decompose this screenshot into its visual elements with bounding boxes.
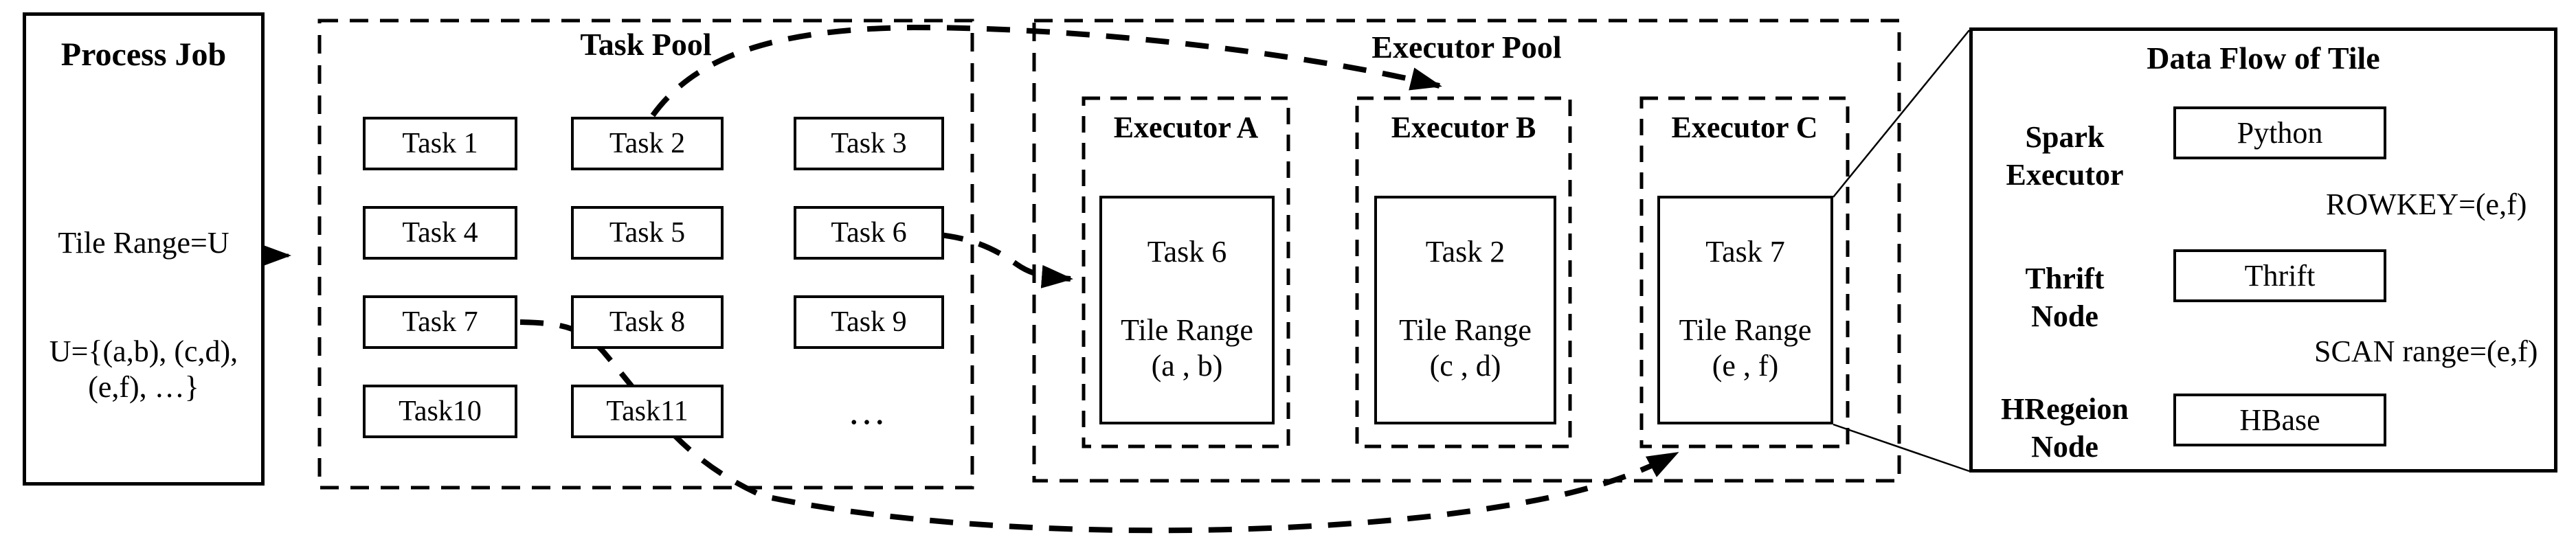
executor-a-title: Executor A	[1113, 111, 1259, 144]
data-flow-row-label-spark-executor: Spark Executor	[2006, 120, 2124, 192]
executor-c-border	[1639, 96, 1850, 448]
task-box-2: Task 2	[571, 117, 724, 170]
callout-line-bottom	[1833, 423, 1970, 473]
task-box-10: Task10	[363, 385, 517, 438]
data-flow-title: Data Flow of Tile	[2147, 41, 2380, 76]
task-box-9: Task 9	[794, 295, 944, 349]
data-flow-row-label-thrift-node: Thrift Node	[2025, 262, 2105, 333]
thrift-node-box: Thrift	[2173, 249, 2386, 302]
executor-a-range-value: (a , b)	[1151, 349, 1223, 383]
executor-b-range-label: Tile Range	[1399, 313, 1532, 347]
executor-c-title: Executor C	[1671, 111, 1818, 144]
executor-a-task-label: Task 6	[1147, 235, 1227, 269]
task-pool-ellipsis: …	[847, 390, 891, 433]
executor-a-task-box: Task 6 Tile Range (a , b)	[1099, 196, 1275, 424]
data-flow-row-label-hregeion-node: HRegeion Node	[2001, 392, 2129, 464]
executor-a-border	[1082, 96, 1290, 448]
executor-b-task-label: Task 2	[1425, 235, 1505, 269]
executor-c-task-box: Task 7 Tile Range (e , f)	[1657, 196, 1833, 424]
rowkey-edge-label: ROWKEY=(e,f)	[2326, 187, 2527, 221]
executor-c-task-label: Task 7	[1705, 235, 1785, 269]
task-box-11: Task11	[571, 385, 724, 438]
executor-b-range-value: (c , d)	[1429, 349, 1501, 383]
executor-a-range-label: Tile Range	[1121, 313, 1253, 347]
task-box-7: Task 7	[363, 295, 517, 349]
task-box-8: Task 8	[571, 295, 724, 349]
executor-b-task-box: Task 2 Tile Range (c , d)	[1374, 196, 1556, 424]
process-job-title: Process Job	[60, 36, 227, 73]
process-job-box	[23, 12, 265, 486]
executor-pool-border	[1032, 19, 1901, 483]
task-box-6: Task 6	[794, 206, 944, 260]
executor-b-title: Executor B	[1391, 111, 1536, 144]
python-node-box: Python	[2173, 106, 2386, 159]
callout-line-top	[1833, 30, 1970, 198]
process-job-set-definition: U={(a,b), (c,d), (e,f), …}	[49, 334, 238, 404]
task-pool-title: Task Pool	[580, 27, 712, 62]
task-box-4: Task 4	[363, 206, 517, 260]
task-box-5: Task 5	[571, 206, 724, 260]
executor-pool-title: Executor Pool	[1371, 30, 1562, 65]
executor-c-range-label: Tile Range	[1679, 313, 1812, 347]
task-pool-border	[317, 19, 974, 490]
executor-b-border	[1355, 96, 1572, 448]
task-box-1: Task 1	[363, 117, 517, 170]
task6-to-executorA-arrow	[939, 232, 1073, 288]
task8-to-executorC-arrow	[519, 319, 1679, 534]
process-job-tile-range: Tile Range=U	[58, 226, 229, 260]
executor-c-range-value: (e , f)	[1712, 349, 1779, 383]
task-box-3: Task 3	[794, 117, 944, 170]
hbase-node-box: HBase	[2173, 394, 2386, 446]
scan-range-edge-label: SCAN range=(e,f)	[2314, 334, 2538, 368]
task2-to-executorB-arrow	[650, 24, 1442, 117]
